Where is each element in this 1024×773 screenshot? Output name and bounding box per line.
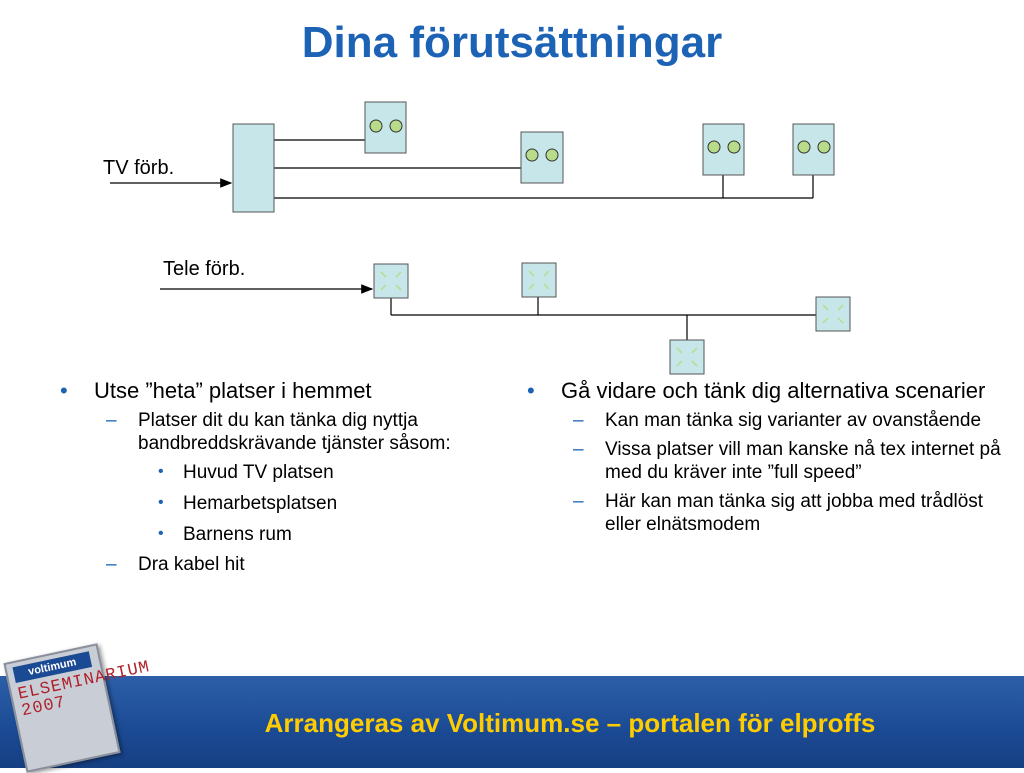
- tv-outlet: [702, 123, 745, 176]
- right-column: Gå vidare och tänk dig alternativa scena…: [525, 378, 1005, 542]
- list-item: Huvud TV platsen: [58, 462, 468, 485]
- sub-bullet-dra-kabel: Dra kabel hit: [58, 554, 468, 577]
- tele-outlet: [373, 263, 409, 299]
- network-diagram: TV förb. Tele förb.: [103, 101, 851, 375]
- left-column: Utse ”heta” platser i hemmet Platser dit…: [58, 378, 468, 583]
- tv-label: TV förb.: [103, 157, 174, 179]
- tele-label: Tele förb.: [163, 258, 245, 280]
- page-title: Dina förutsättningar: [301, 18, 723, 67]
- sub-bullet: Här kan man tänka sig att jobba med tråd…: [525, 491, 1005, 537]
- bullet-ga-vidare: Gå vidare och tänk dig alternativa scena…: [525, 378, 1005, 536]
- tele-outlet: [669, 339, 705, 375]
- sub-bullet: Kan man tänka sig varianter av ovanståen…: [525, 410, 1005, 433]
- tv-outlet: [792, 123, 835, 176]
- tv-cabling: [274, 139, 814, 199]
- sub-bullet-platser: Platser dit du kan tänka dig nyttja band…: [58, 410, 468, 546]
- tv-outlet: [364, 101, 407, 154]
- bullet-heta-platser: Utse ”heta” platser i hemmet Platser dit…: [58, 378, 468, 577]
- tv-outlet: [520, 131, 564, 184]
- tele-cabling: [390, 297, 816, 340]
- footer-banner: Arrangeras av Voltimum.se – portalen för…: [0, 676, 1024, 768]
- footer-text: Arrangeras av Voltimum.se – portalen för…: [264, 708, 876, 738]
- list-item: Barnens rum: [58, 524, 468, 547]
- tele-outlet: [815, 296, 851, 332]
- sub-bullet: Vissa platser vill man kanske nå tex int…: [525, 439, 1005, 485]
- tv-splitter: [232, 123, 275, 213]
- list-item: Hemarbetsplatsen: [58, 493, 468, 516]
- tele-outlet: [521, 262, 557, 298]
